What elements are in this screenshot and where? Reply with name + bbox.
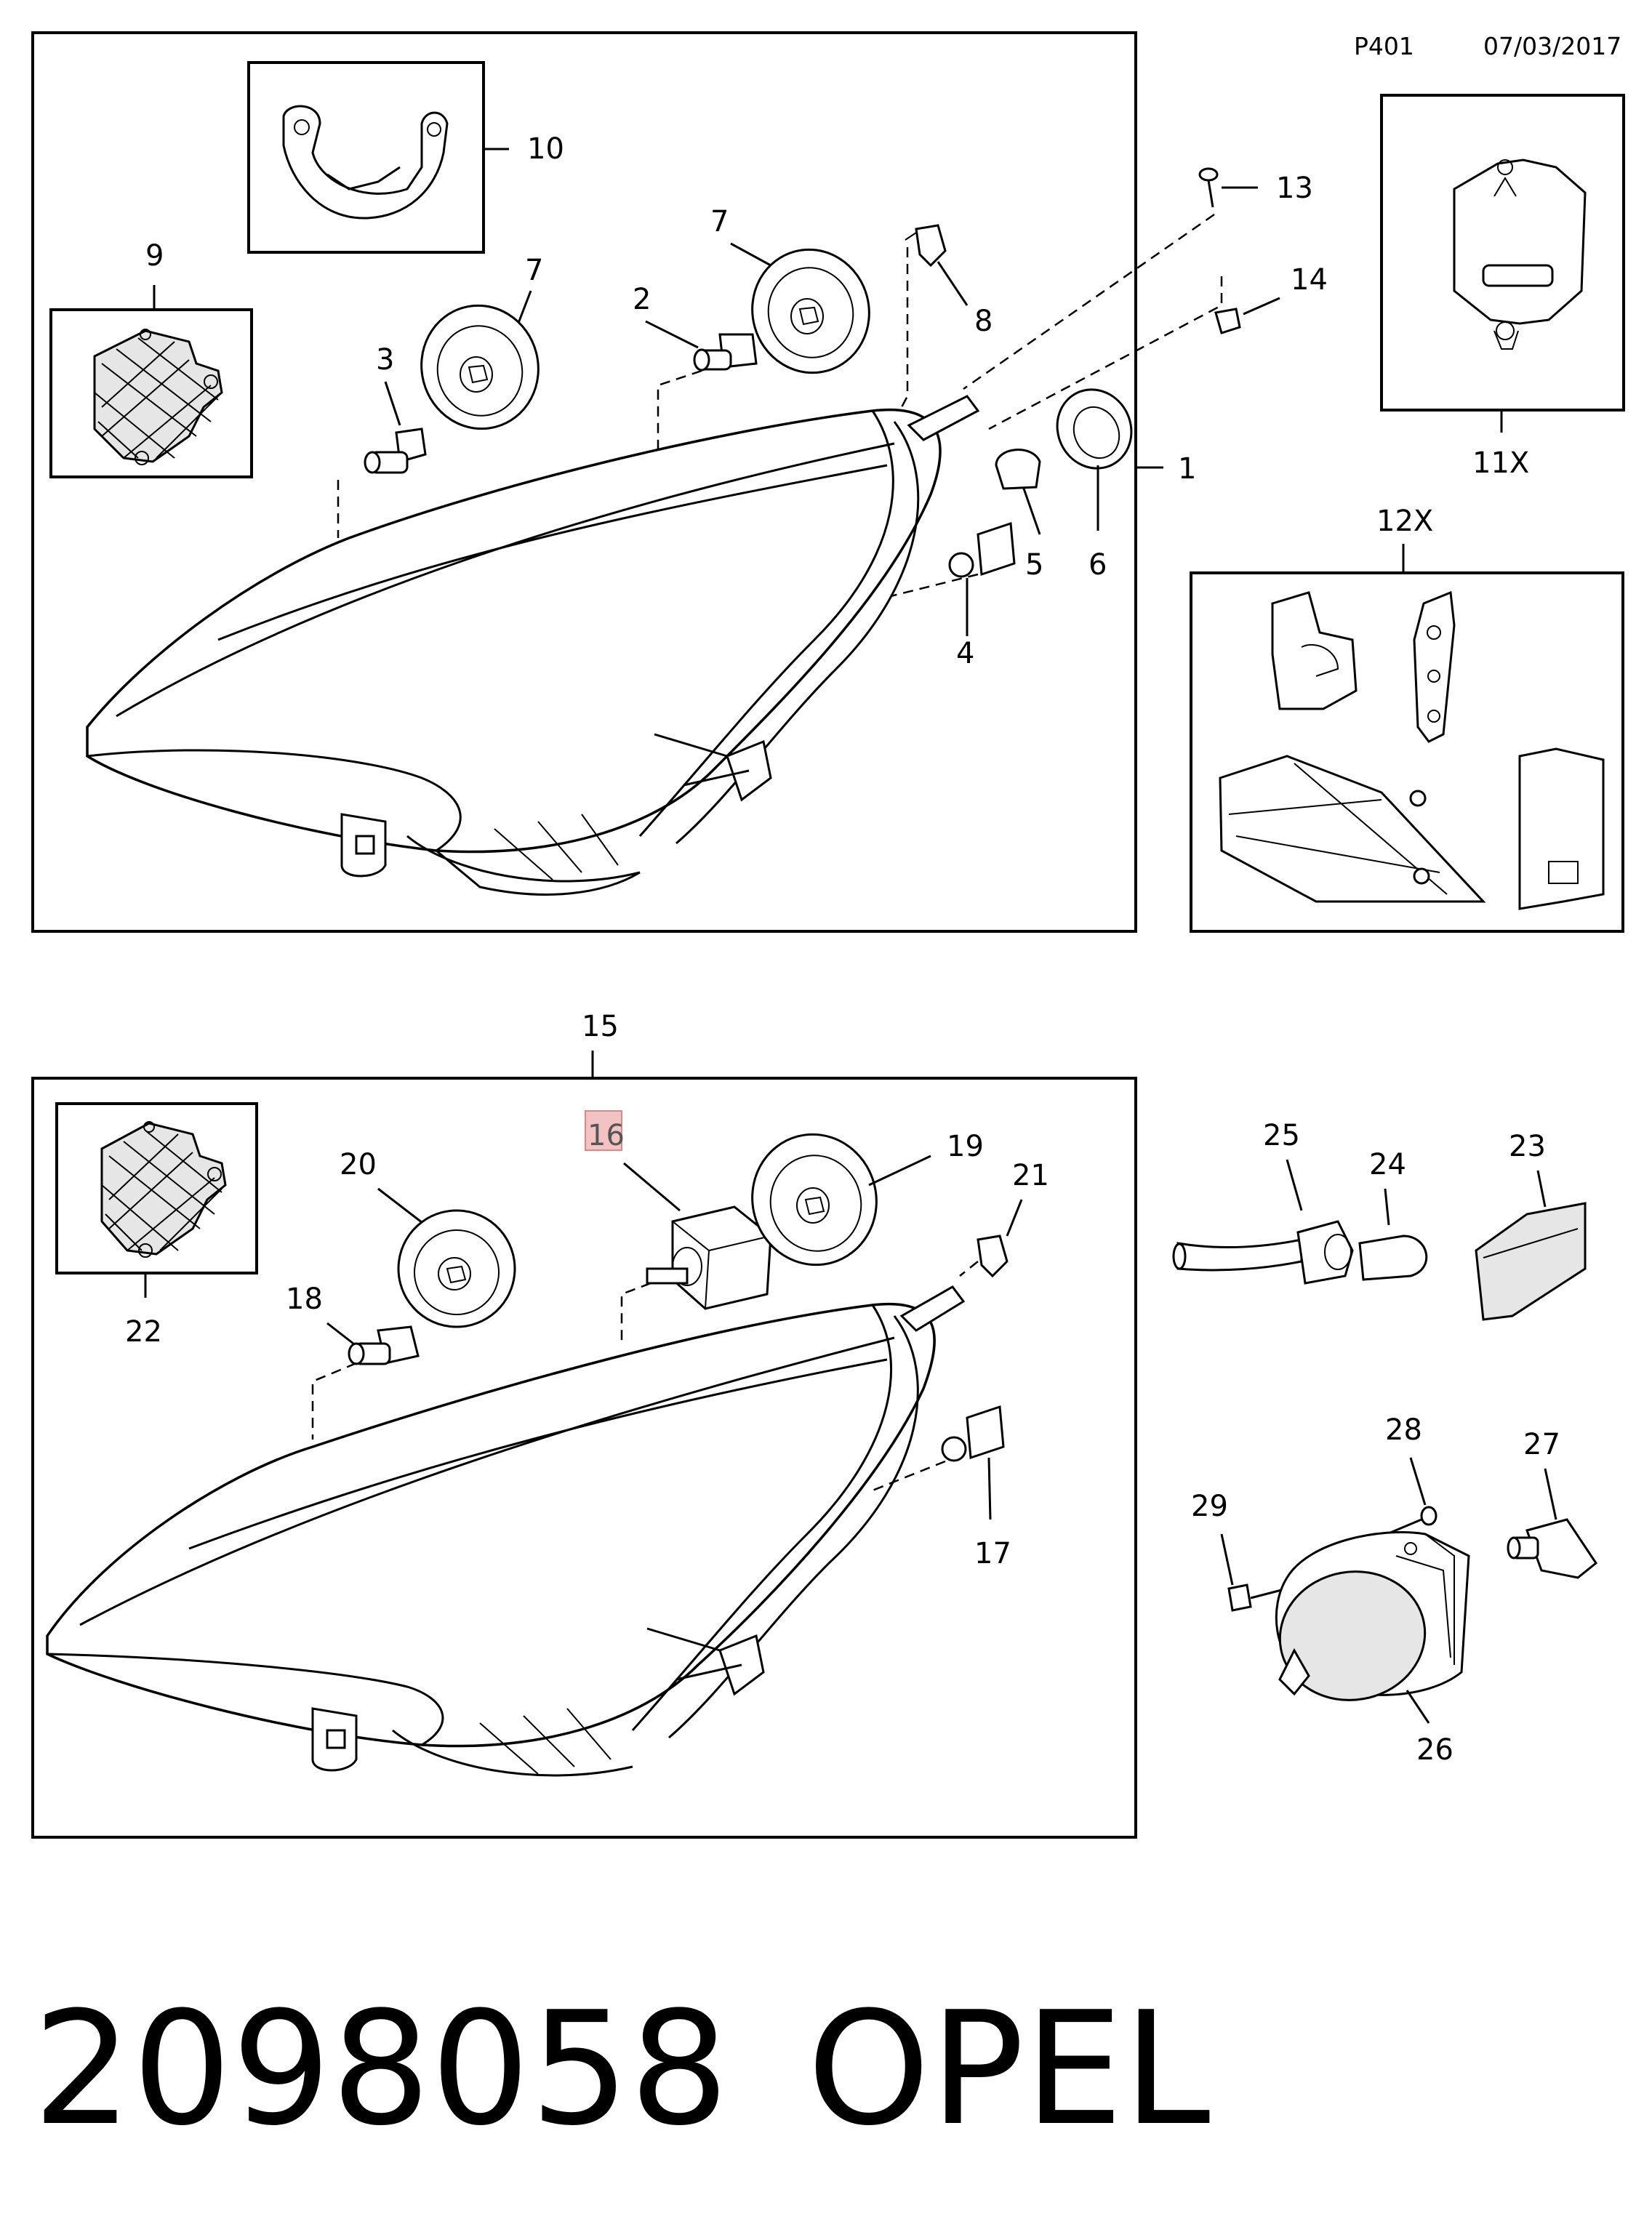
clip-8[interactable] bbox=[905, 224, 947, 268]
callout-29: 29 bbox=[1191, 1490, 1228, 1523]
callout-23: 23 bbox=[1509, 1130, 1546, 1163]
callout-11x: 11X bbox=[1472, 446, 1529, 480]
callout-20: 20 bbox=[340, 1148, 377, 1181]
callout-6: 6 bbox=[1088, 548, 1107, 582]
headlamp-housing-1[interactable] bbox=[86, 409, 942, 896]
dust-cap-7a[interactable] bbox=[408, 292, 553, 442]
dust-cap-7b[interactable] bbox=[739, 236, 883, 386]
cover-9[interactable] bbox=[93, 329, 223, 465]
callout-14: 14 bbox=[1291, 263, 1328, 297]
ballast-16[interactable] bbox=[646, 1205, 772, 1310]
callout-24: 24 bbox=[1369, 1148, 1406, 1181]
socket-4[interactable] bbox=[948, 521, 1016, 578]
callout-18: 18 bbox=[286, 1282, 323, 1316]
fog-bulb-27[interactable] bbox=[1507, 1518, 1598, 1579]
callout-2: 2 bbox=[633, 283, 651, 316]
page-code: P401 bbox=[1354, 32, 1414, 60]
callout-9: 9 bbox=[145, 239, 164, 273]
inset-frame-12x bbox=[1190, 571, 1624, 933]
bulb-5[interactable] bbox=[995, 449, 1041, 490]
callout-7b: 7 bbox=[710, 205, 729, 238]
clip-21[interactable] bbox=[977, 1235, 1009, 1278]
callout-17: 17 bbox=[974, 1537, 1011, 1570]
bulb-24[interactable] bbox=[1358, 1235, 1428, 1281]
callout-22: 22 bbox=[125, 1315, 162, 1349]
callout-5: 5 bbox=[1025, 548, 1043, 582]
cover-22[interactable] bbox=[100, 1121, 227, 1258]
callout-21: 21 bbox=[1012, 1159, 1049, 1192]
bulb-18[interactable] bbox=[348, 1325, 420, 1365]
side-lens-23[interactable] bbox=[1475, 1202, 1587, 1321]
screw-13[interactable] bbox=[1198, 167, 1219, 208]
bulb-2[interactable] bbox=[693, 333, 758, 372]
clip-nut-14[interactable] bbox=[1214, 308, 1241, 334]
callout-27: 27 bbox=[1523, 1428, 1560, 1461]
module-11x[interactable] bbox=[1453, 158, 1587, 350]
callout-13: 13 bbox=[1276, 172, 1313, 205]
callout-1: 1 bbox=[1178, 452, 1196, 486]
callout-7a: 7 bbox=[525, 254, 543, 287]
diagram-date: 07/03/2017 bbox=[1483, 32, 1621, 60]
callout-10: 10 bbox=[527, 132, 564, 166]
callout-12x: 12X bbox=[1376, 505, 1433, 538]
callout-26: 26 bbox=[1416, 1733, 1453, 1767]
fog-lamp-26[interactable] bbox=[1270, 1531, 1470, 1712]
callout-28: 28 bbox=[1385, 1413, 1422, 1447]
callout-25: 25 bbox=[1263, 1119, 1300, 1152]
dust-cap-20[interactable] bbox=[385, 1197, 528, 1340]
callout-19: 19 bbox=[947, 1130, 984, 1163]
highlight-16 bbox=[585, 1110, 622, 1151]
inset-frame-10 bbox=[247, 61, 485, 254]
ring-6[interactable] bbox=[1044, 377, 1144, 481]
clip-29[interactable] bbox=[1227, 1583, 1288, 1612]
lower-assembly-panel: 22 20 18 16 bbox=[31, 1077, 1137, 1839]
mounting-parts-12x[interactable] bbox=[1219, 590, 1605, 910]
socket-cable-25[interactable] bbox=[1172, 1220, 1354, 1285]
footer-brand: OPEL bbox=[807, 1978, 1211, 2160]
footer-part-number: 2098058 bbox=[33, 1978, 729, 2160]
upper-assembly-panel: 10 9 7 7 3 bbox=[31, 31, 1328, 933]
socket-17[interactable] bbox=[941, 1405, 1005, 1462]
inset-frame-22 bbox=[55, 1102, 258, 1274]
lower-panel-frame bbox=[31, 1077, 1137, 1839]
bracket-10[interactable] bbox=[282, 105, 449, 220]
callout-15: 15 bbox=[582, 1010, 619, 1043]
callout-8: 8 bbox=[974, 305, 993, 338]
callout-4: 4 bbox=[956, 637, 974, 670]
bulb-3[interactable] bbox=[364, 427, 427, 474]
headlamp-housing-15[interactable] bbox=[46, 1285, 966, 1777]
callout-16[interactable]: 16 bbox=[588, 1119, 625, 1152]
inset-frame-9 bbox=[49, 308, 253, 478]
dust-cap-19[interactable] bbox=[738, 1120, 891, 1279]
upper-panel-frame bbox=[31, 31, 1137, 933]
callout-3: 3 bbox=[376, 343, 394, 377]
